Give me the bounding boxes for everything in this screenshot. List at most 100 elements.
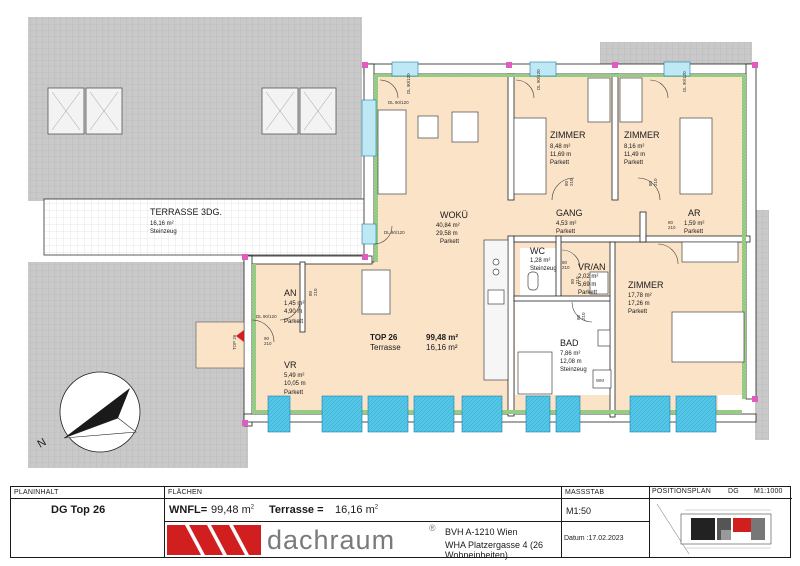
logo-registered: ® [429,523,436,533]
room-area: 7,86 m² [560,351,580,357]
wardrobe-3 [681,241,739,263]
door-tag: 80210 [648,178,658,186]
door-tag: 80210 [308,288,318,296]
room-perimeter: 5,69 m [578,282,596,288]
planinhalt-value: DG Top 26 [51,504,106,516]
dl-tag: DL 90/120 [406,73,411,94]
room-vr: VR 5,49 m² 10,05 m Parkett [284,360,306,396]
door-tag: 80210 [576,312,586,320]
title-block: PLANINHALT DG Top 26 FLÄCHEN WNFL= 99,48… [10,486,792,560]
unit-summary: TOP 26 99,48 m² Terrasse 16,16 m² [370,333,458,352]
flaechen-cell: FLÄCHEN WNFL= 99,48 m2 Terrasse = 16,16 … [164,487,562,560]
shower [589,271,609,295]
room-name: TERRASSE 3DG. [150,207,222,217]
project-line-1: BVH A-1210 Wien [445,527,518,537]
room-bad: BAD 7,86 m² 12,08 m Steinzeug [560,338,587,373]
room-perimeter: 11,69 m [550,152,571,158]
positionsplan-scale: M1:1000 [754,488,783,495]
unit-total-area: 99,48 m² [426,333,458,342]
room-floor: Parkett [284,319,303,325]
room-name: VR [284,360,297,370]
massstab-cell: MASSSTAB M1:50 Datum :17.02.2023 [562,487,650,557]
unit-terrace-area: 16,16 m² [426,343,458,352]
room-area: 8,16 m² [624,144,644,150]
room-floor: Parkett [440,239,459,245]
room-area: 1,28 m² [530,258,550,264]
roof-skylights [47,87,337,135]
dachraum-logo-mark [167,525,261,555]
flaechen-label: FLÄCHEN [165,487,561,499]
windows-north [361,61,691,245]
wm [592,369,612,389]
wardrobe-1 [587,77,611,123]
room-perimeter: 10,05 m [284,381,306,387]
room-zimmer-2: ZIMMER 8,16 m² 11,49 m Parkett [624,130,660,166]
room-perimeter: 12,08 m [560,359,582,365]
dl-tag: DL 90/120 [384,230,405,235]
room-wokue: WOKÜ 40,84 m² 29,58 m Parkett [436,210,468,245]
wm-label: WM [596,378,604,383]
floor-plan: TOP 26 N WM 80210 80210 80210 80210 8021… [28,17,769,468]
dl-tag: DL 90/120 [256,314,277,319]
room-area: 17,78 m² [628,293,652,299]
door-swings [251,79,679,343]
datum: Datum :17.02.2023 [564,535,624,542]
planinhalt-cell: PLANINHALT DG Top 26 [11,487,165,557]
room-wc: WC 1,28 m² Steinzeug [530,246,557,272]
windows-south [267,395,717,433]
room-floor: Parkett [578,290,597,296]
room-floor: Steinzeug [150,229,177,235]
terrace-area [43,198,373,256]
room-floor: Steinzeug [560,367,587,373]
room-an: AN 1,45 m² 4,90 m Parkett [284,288,304,325]
unit-terrace-label: Terrasse [370,343,401,352]
room-name: GANG [556,208,583,218]
dl-tag: DL 90/120 [388,100,409,105]
bed-3 [671,311,745,363]
room-gang: GANG 4,53 m² Parkett [556,208,583,235]
room-area: 8,48 m² [550,144,570,150]
window-tags: DL 90/120 DL 90/120 DL 90/120 DL 90/120 … [256,69,687,319]
dl-tag: DL 90/120 [682,71,687,92]
room-floor: Parkett [624,160,643,166]
positionsplan-cell: POSITIONSPLAN DG M1:1000 [650,487,792,557]
massstab-label: MASSSTAB [562,487,649,499]
room-area: 40,84 m² [436,223,460,229]
room-floor: Parkett [284,390,303,396]
room-perimeter: 17,26 m [628,301,650,307]
terrasse-value: 16,16 m2 [335,504,379,516]
terrasse-label: Terrasse = [269,504,324,516]
dl-tag: DL 90/120 [536,69,541,90]
entrance-arrow [236,330,244,342]
room-terrasse: TERRASSE 3DG. 16,16 m² Steinzeug [150,207,222,235]
wnfl-label: WNFL= [169,504,208,516]
unit-title: TOP 26 [370,333,398,342]
room-area: 4,53 m² [556,221,576,227]
room-name: WOKÜ [440,210,468,220]
door-tag: 80210 [564,178,574,186]
room-floor: Steinzeug [530,266,557,272]
room-zimmer-3: ZIMMER 17,78 m² 17,26 m Parkett [628,280,664,315]
positionsplan-level: DG [728,488,739,495]
entrance-tag: TOP 26 [232,334,237,350]
room-zimmer-1: ZIMMER 8,48 m² 11,69 m Parkett [550,130,586,166]
furniture [361,77,745,395]
room-area: 1,59 m² [684,221,704,227]
room-perimeter: 4,90 m [284,309,302,315]
armchair [451,111,479,143]
project-line-2: WHA Platzergasse 4 (26 Wohneinheiten) [445,540,544,560]
room-area: 1,45 m² [284,301,304,307]
room-area: 2,02 m² [578,274,598,280]
bed-2 [679,117,713,195]
room-name: WC [530,246,545,256]
door-tag: 80210 [570,276,580,284]
room-vr-an: VR/AN 2,02 m² 5,69 m Parkett [578,262,606,296]
sofa [377,109,407,195]
room-name: VR/AN [578,262,606,272]
room-name: ZIMMER [628,280,664,290]
room-name: BAD [560,338,579,348]
room-floor: Parkett [628,309,647,315]
